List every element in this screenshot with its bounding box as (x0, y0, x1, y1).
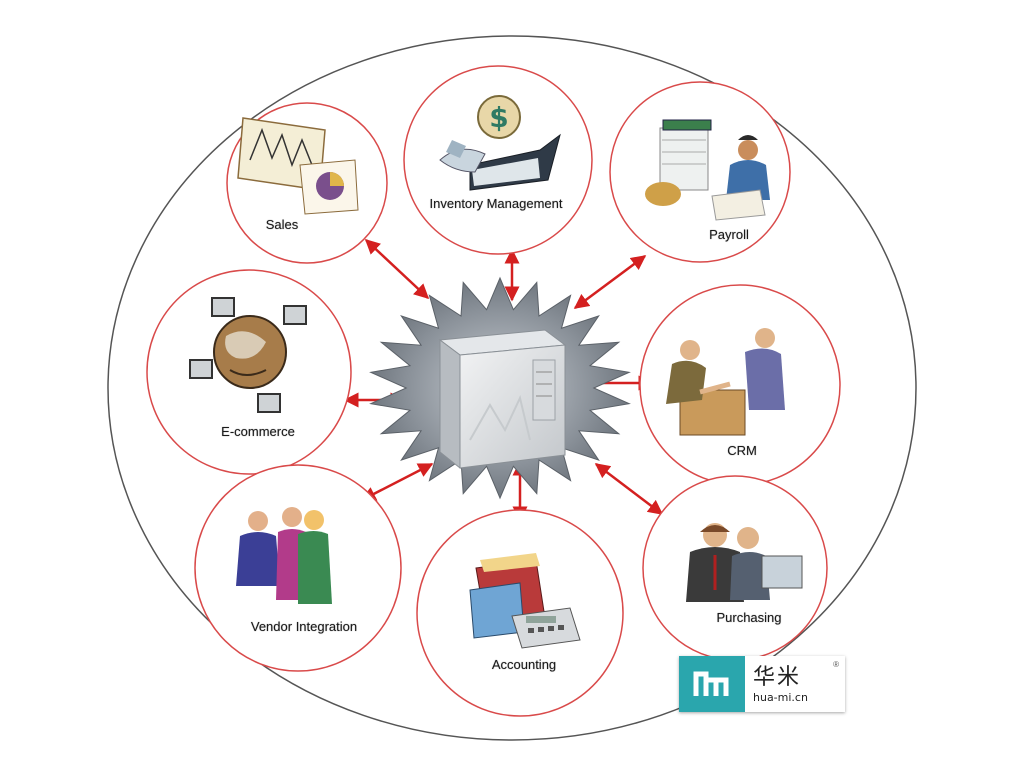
arrow-purchasing (594, 463, 664, 515)
hub (369, 276, 631, 500)
label-payroll: Payroll (709, 227, 749, 242)
label-crm: CRM (727, 443, 757, 458)
paperwork-worker-icon (645, 119, 770, 221)
handshake-icon (666, 328, 785, 436)
business-people-icon (236, 507, 332, 604)
label-ecommerce: E-commerce (221, 424, 295, 439)
label-inventory: Inventory Management (429, 196, 563, 211)
watermark: 华米 hua-mi.cn ® (679, 656, 845, 712)
buyers-computer-icon (686, 523, 803, 602)
watermark-url: hua-mi.cn (753, 690, 808, 704)
folders-calculator-icon (469, 553, 581, 649)
arrow-vendor (360, 462, 434, 502)
sales-chart-icon (237, 117, 359, 215)
svg-text:$: $ (489, 101, 508, 134)
outer-ellipse (107, 35, 917, 741)
label-sales: Sales (265, 217, 299, 232)
dollar-laptop-icon: $ (439, 95, 561, 191)
arrow-payroll (573, 254, 647, 310)
arrow-sales (364, 238, 430, 300)
label-purchasing: Purchasing (716, 610, 782, 625)
label-vendor: Vendor Integration (250, 619, 358, 634)
label-accounting: Accounting (491, 657, 557, 672)
server-tower-icon (438, 329, 567, 470)
registered-mark: ® (833, 660, 839, 669)
huami-logo-icon (679, 656, 745, 712)
globe-computers-icon (189, 297, 307, 413)
watermark-brand: 华米 (753, 664, 802, 690)
